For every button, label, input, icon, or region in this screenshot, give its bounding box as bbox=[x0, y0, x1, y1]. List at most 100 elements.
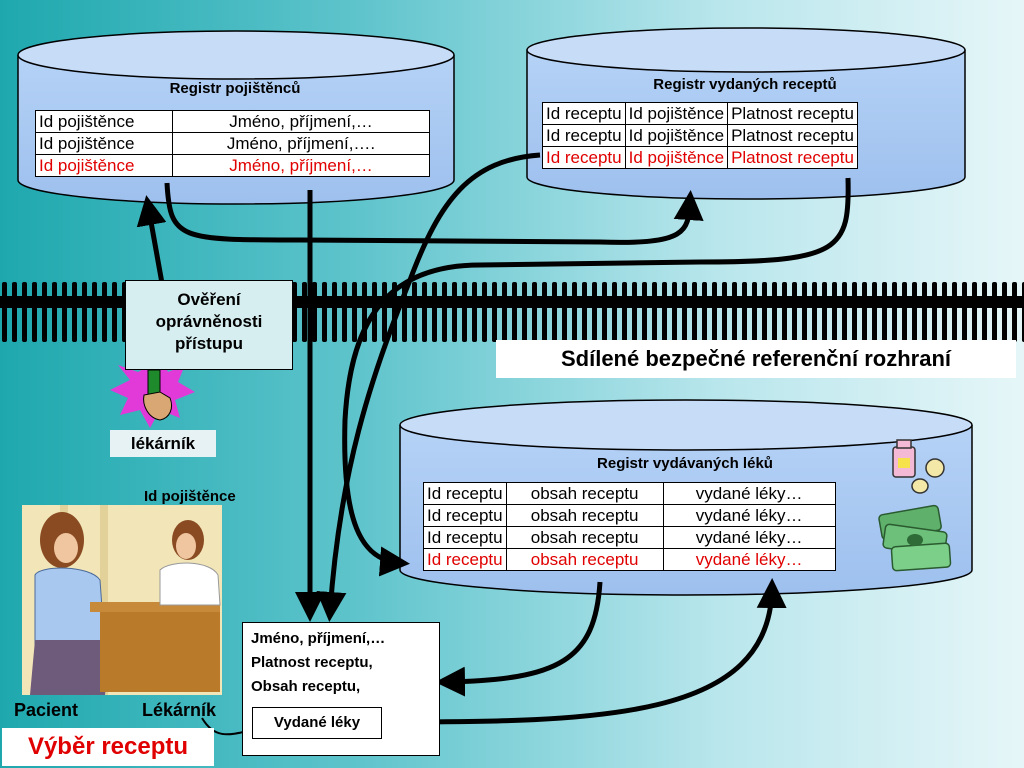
table-row-highlighted: Id pojištěnce Jméno, příjmení,… bbox=[35, 154, 430, 177]
fence-picket bbox=[952, 282, 957, 342]
fence-picket bbox=[712, 282, 717, 342]
fence-picket bbox=[412, 282, 417, 342]
fence-picket bbox=[562, 282, 567, 342]
table-row: Id pojištěnce Jméno, příjmení,… bbox=[35, 110, 430, 133]
fence-picket bbox=[352, 282, 357, 342]
fence-picket bbox=[502, 282, 507, 342]
fence-picket bbox=[612, 282, 617, 342]
fence-picket bbox=[102, 282, 107, 342]
lekarnik-label: Lékárník bbox=[142, 700, 217, 720]
cell-id-receptu: Id receptu bbox=[423, 548, 507, 571]
result-obsah: Obsah receptu, bbox=[251, 678, 361, 695]
fence-picket bbox=[512, 282, 517, 342]
fence-picket bbox=[622, 282, 627, 342]
fence-picket bbox=[92, 282, 97, 342]
pharmacy-scene-illustration bbox=[22, 505, 222, 695]
fence-picket bbox=[702, 282, 707, 342]
fence-picket bbox=[442, 282, 447, 342]
table-row: Id receptu Id pojištěnce Platnost recept… bbox=[542, 124, 858, 147]
table-row: Id receptu Id pojištěnce Platnost recept… bbox=[542, 102, 858, 125]
fence-picket bbox=[382, 282, 387, 342]
fence-picket bbox=[912, 282, 917, 342]
fence-picket bbox=[782, 282, 787, 342]
fence-picket bbox=[632, 282, 637, 342]
fence-picket bbox=[422, 282, 427, 342]
fence-picket bbox=[962, 282, 967, 342]
pacient-label: Pacient bbox=[14, 700, 79, 720]
fence-picket bbox=[992, 282, 997, 342]
cell-vydane-leky: vydané léky… bbox=[662, 504, 836, 527]
fence-picket bbox=[582, 282, 587, 342]
result-platnost: Platnost receptu, bbox=[251, 654, 373, 671]
result-jmeno: Jméno, příjmení,… bbox=[251, 630, 386, 647]
fence-picket bbox=[762, 282, 767, 342]
cell-vydane-leky: vydané léky… bbox=[662, 482, 836, 505]
fence-picket bbox=[772, 282, 777, 342]
fence-picket bbox=[602, 282, 607, 342]
fence-picket bbox=[932, 282, 937, 342]
fence-picket bbox=[652, 282, 657, 342]
fence-picket bbox=[452, 282, 457, 342]
cell-id-pojistence: Id pojištěnce bbox=[35, 154, 173, 177]
registr-receptu-title: Registr vydaných receptů bbox=[653, 76, 837, 93]
fence-picket bbox=[722, 282, 727, 342]
cell-obsah: obsah receptu bbox=[505, 526, 664, 549]
registr-leku-table: Id receptu obsah receptu vydané léky… Id… bbox=[423, 482, 836, 571]
table-row-highlighted: Id receptu Id pojištěnce Platnost recept… bbox=[542, 146, 858, 169]
fence-picket bbox=[832, 282, 837, 342]
cell-jmeno: Jméno, příjmení,… bbox=[172, 110, 430, 133]
fence-picket bbox=[552, 282, 557, 342]
fence-picket bbox=[682, 282, 687, 342]
fence-picket bbox=[532, 282, 537, 342]
cell-id-pojistence: Id pojištěnce bbox=[624, 124, 729, 147]
overeni-line1: Ověření bbox=[177, 290, 241, 309]
cell-vydane-leky: vydané léky… bbox=[662, 548, 836, 571]
fence-picket bbox=[592, 282, 597, 342]
fence-picket bbox=[302, 282, 307, 342]
fence-picket bbox=[32, 282, 37, 342]
fence-picket bbox=[332, 282, 337, 342]
fence-picket bbox=[692, 282, 697, 342]
fence-picket bbox=[292, 282, 297, 342]
flow-arrows bbox=[136, 152, 851, 725]
registr-receptu-table: Id receptu Id pojištěnce Platnost recept… bbox=[542, 102, 858, 169]
fence-picket bbox=[322, 282, 327, 342]
fence-picket bbox=[72, 282, 77, 342]
cell-obsah: obsah receptu bbox=[505, 548, 664, 571]
fence-picket bbox=[522, 282, 527, 342]
registr-pojistencu-title: Registr pojištěnců bbox=[169, 80, 301, 97]
fence-picket bbox=[1012, 282, 1017, 342]
fence-picket bbox=[312, 282, 317, 342]
cell-id-pojistence: Id pojištěnce bbox=[624, 102, 729, 125]
cell-id-receptu: Id receptu bbox=[423, 482, 507, 505]
cell-platnost: Platnost receptu bbox=[727, 146, 858, 169]
lekarnik-tag: lékárník bbox=[110, 430, 216, 457]
table-row: Id receptu obsah receptu vydané léky… bbox=[423, 482, 836, 505]
cell-platnost: Platnost receptu bbox=[727, 102, 858, 125]
fence-picket bbox=[882, 282, 887, 342]
cell-id-receptu: Id receptu bbox=[423, 526, 507, 549]
fence-picket bbox=[52, 282, 57, 342]
fence-picket bbox=[1002, 282, 1007, 342]
fence-picket bbox=[22, 282, 27, 342]
fence-picket bbox=[792, 282, 797, 342]
fence-picket bbox=[942, 282, 947, 342]
fence-picket bbox=[62, 282, 67, 342]
fence-picket bbox=[342, 282, 347, 342]
fence-picket bbox=[982, 282, 987, 342]
fence-picket bbox=[662, 282, 667, 342]
fence-picket bbox=[432, 282, 437, 342]
fence-picket bbox=[872, 282, 877, 342]
cell-id-pojistence: Id pojištěnce bbox=[35, 132, 173, 155]
interface-label: Sdílené bezpečné referenční rozhraní bbox=[496, 340, 1016, 378]
fence-picket bbox=[42, 282, 47, 342]
table-row-highlighted: Id receptu obsah receptu vydané léky… bbox=[423, 548, 836, 571]
vydane-leky-button[interactable]: Vydané léky bbox=[252, 707, 382, 739]
registr-pojistencu-table: Id pojištěnce Jméno, příjmení,… Id pojiš… bbox=[35, 110, 430, 177]
fence-picket bbox=[732, 282, 737, 342]
cell-id-receptu: Id receptu bbox=[542, 124, 626, 147]
fence-picket bbox=[572, 282, 577, 342]
fence-picket bbox=[742, 282, 747, 342]
registr-leku-title: Registr vydávaných léků bbox=[597, 455, 773, 472]
cell-id-receptu: Id receptu bbox=[423, 504, 507, 527]
